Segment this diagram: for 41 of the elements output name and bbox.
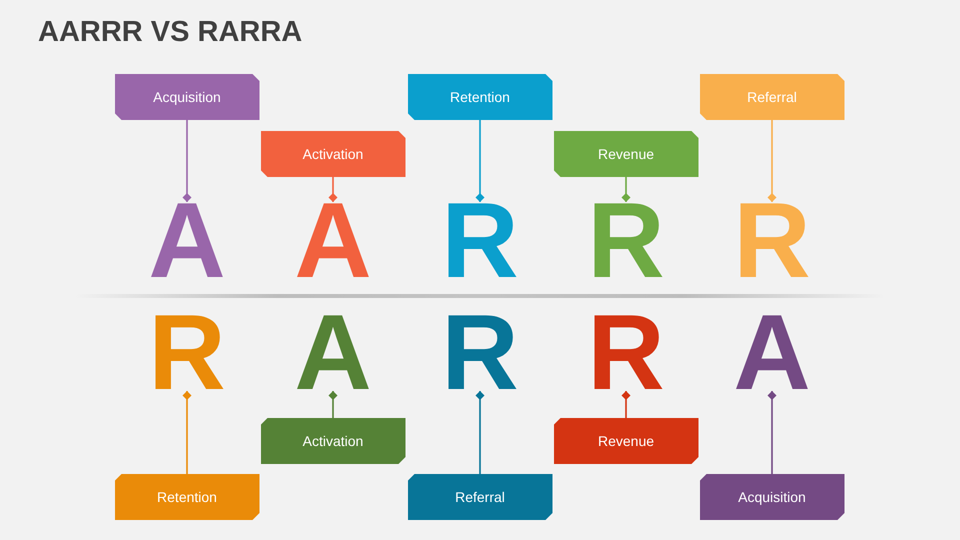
big-letter: R: [587, 202, 665, 279]
leader-line: [328, 391, 338, 418]
label-tag: [554, 418, 698, 464]
tag-label: Referral: [455, 489, 505, 505]
leader-line: [328, 177, 338, 202]
tag-label: Activation: [302, 146, 364, 162]
leader-line: [768, 391, 776, 474]
tag-label: Acquisition: [153, 89, 221, 105]
label-tag: [408, 74, 552, 120]
leader-line: [476, 391, 484, 474]
tag-label: Activation: [302, 433, 364, 449]
big-letter: R: [587, 314, 665, 391]
label-tag: [700, 74, 844, 120]
slide-title: AARRR VS RARRA: [38, 18, 302, 47]
big-letter: R: [733, 202, 811, 279]
big-letter: A: [733, 314, 811, 391]
leader-line: [182, 120, 192, 202]
tag-label: Revenue: [598, 433, 654, 449]
big-letter: R: [441, 202, 519, 279]
tag-label: Revenue: [598, 146, 654, 162]
leader-line: [476, 120, 484, 202]
label-tag: [114, 74, 260, 120]
label-tag: [114, 474, 260, 520]
leader-line: [768, 120, 776, 202]
big-letter: A: [294, 314, 372, 391]
leader-line: [622, 177, 630, 202]
tag-label: Retention: [450, 89, 510, 105]
tag-label: Retention: [157, 489, 217, 505]
big-letter: R: [441, 314, 519, 391]
label-tag: [408, 474, 552, 520]
big-letter: A: [294, 202, 372, 279]
big-letter: R: [148, 314, 226, 391]
tag-label: Referral: [747, 89, 797, 105]
big-letter: A: [148, 202, 226, 279]
label-tag: [260, 418, 406, 464]
tag-label: Acquisition: [738, 489, 806, 505]
label-tag: [700, 474, 844, 520]
label-tag: [554, 131, 698, 177]
label-tag: [260, 131, 406, 177]
leader-line: [622, 391, 630, 418]
leader-line: [182, 391, 192, 474]
